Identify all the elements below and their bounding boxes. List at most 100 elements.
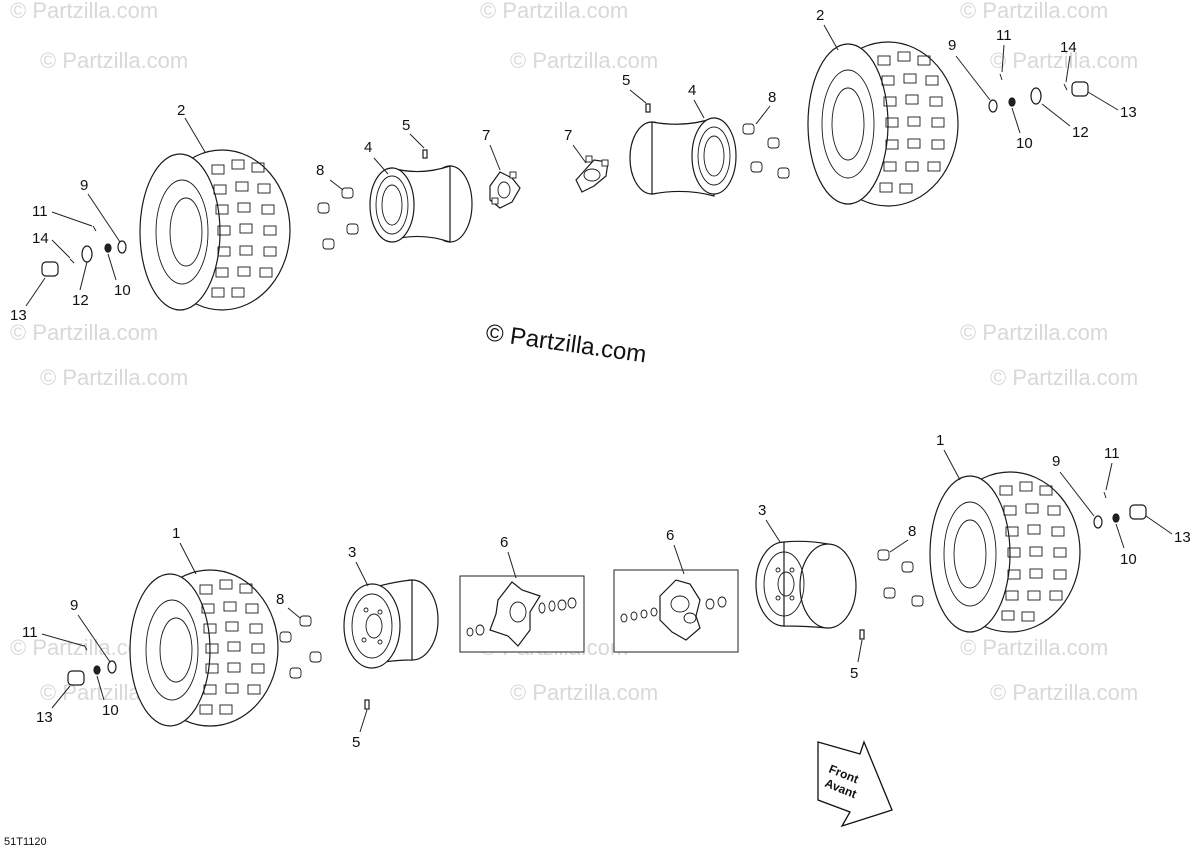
front-direction-arrow: Front Avant [817, 740, 893, 828]
tire-2-right [807, 41, 959, 207]
callout-13: 13 [1120, 104, 1137, 121]
cap-13-part [1071, 81, 1089, 97]
leader-line [943, 449, 961, 481]
callout-3: 3 [758, 502, 766, 519]
callout-5: 5 [850, 665, 858, 682]
callout-12: 12 [72, 292, 89, 309]
rim-4-left [369, 165, 473, 243]
callout-14: 14 [32, 230, 49, 247]
callout-7: 7 [564, 127, 572, 144]
leader-line [179, 542, 197, 575]
watermark-text: © Partzilla.com [960, 320, 1108, 345]
leader-line [373, 157, 389, 175]
callout-8: 8 [908, 523, 916, 540]
washer-9-part [107, 660, 117, 674]
callout-14: 14 [1060, 39, 1077, 56]
leader-line [79, 261, 88, 291]
callout-4: 4 [688, 82, 696, 99]
hub-6-left [459, 575, 585, 653]
hub-hardware-bottom-left [67, 644, 117, 686]
leader-line [1115, 523, 1125, 549]
washer-9-part [117, 240, 127, 254]
callout-12: 12 [1072, 124, 1089, 141]
nut-10-part [1008, 97, 1016, 107]
leader-line [889, 539, 909, 553]
leader-line [51, 211, 93, 227]
pin-14-part [1063, 83, 1068, 91]
nut-10-part [1112, 513, 1120, 523]
callout-13: 13 [10, 307, 27, 324]
rim-3-right [755, 540, 857, 629]
nut-10-part [104, 243, 112, 253]
callout-10: 10 [1120, 551, 1137, 568]
watermark-text: © Partzilla.com [960, 635, 1108, 660]
hub-hardware-top-right [988, 73, 1089, 113]
leader-line [359, 709, 368, 733]
diagram-code: 51T1120 [4, 836, 47, 848]
watermark-text: © Partzilla.com [10, 320, 158, 345]
leader-line [1001, 44, 1005, 73]
pin-11-part [92, 225, 97, 232]
watermark-text: © Partzilla.com [510, 48, 658, 73]
leader-line [857, 639, 863, 663]
leader-line [1059, 471, 1095, 517]
watermark-text: © Partzilla.com [990, 680, 1138, 705]
leader-line [77, 614, 111, 663]
leader-line [409, 133, 425, 149]
pin-11-part [1103, 491, 1107, 499]
hub-7-right [575, 155, 609, 193]
callout-2: 2 [177, 102, 185, 119]
leader-line [955, 55, 991, 101]
watermark-text: © Partzilla.com [40, 365, 188, 390]
leader-line [41, 633, 85, 647]
cap-13-part [1129, 504, 1147, 520]
callout-9: 9 [948, 37, 956, 54]
cap-13-part [67, 670, 85, 686]
leader-line [87, 193, 121, 243]
hub-hardware-top-left [41, 225, 127, 277]
leader-line [51, 685, 71, 709]
leader-line [96, 675, 105, 701]
watermark-text: © Partzilla.com [10, 0, 158, 23]
leader-line [184, 117, 206, 153]
callout-3: 3 [348, 544, 356, 561]
valve-5-part [859, 629, 865, 640]
callout-1: 1 [936, 432, 944, 449]
leader-line [1065, 55, 1071, 83]
callout-9: 9 [80, 177, 88, 194]
nut-10-part [93, 665, 101, 675]
callout-9: 9 [1052, 453, 1060, 470]
leader-line [673, 544, 685, 575]
leader-line [25, 277, 46, 307]
leader-line [1041, 103, 1071, 127]
leader-line [329, 179, 344, 191]
leader-line [1145, 515, 1173, 535]
lug-nuts-8-top-left [317, 187, 359, 250]
hub-7-left [489, 171, 521, 209]
callout-6: 6 [500, 534, 508, 551]
leader-line [693, 99, 705, 119]
watermark-text: © Partzilla.com [990, 365, 1138, 390]
pin-11-part [83, 644, 88, 651]
center-watermark: © Partzilla.com [484, 319, 648, 368]
leader-line [755, 105, 771, 125]
lug-nuts-8-top-right [742, 123, 790, 179]
callout-10: 10 [114, 282, 131, 299]
hub-6-right [613, 569, 739, 653]
cap-12-part [1030, 87, 1042, 105]
pin-14-part [69, 258, 75, 264]
callout-2: 2 [816, 7, 824, 24]
leader-line [823, 24, 839, 51]
leader-line [489, 144, 501, 171]
callout-10: 10 [102, 702, 119, 719]
hub-hardware-bottom-right [1093, 491, 1147, 529]
washer-9-part [988, 99, 998, 113]
callout-5: 5 [402, 117, 410, 134]
callout-13: 13 [1174, 529, 1191, 546]
lug-nuts-8-bottom-left [279, 615, 322, 679]
leader-line [572, 144, 587, 164]
callout-6: 6 [666, 527, 674, 544]
callout-11: 11 [22, 624, 38, 641]
valve-5-part [364, 699, 370, 710]
valve-5-part [645, 103, 651, 113]
